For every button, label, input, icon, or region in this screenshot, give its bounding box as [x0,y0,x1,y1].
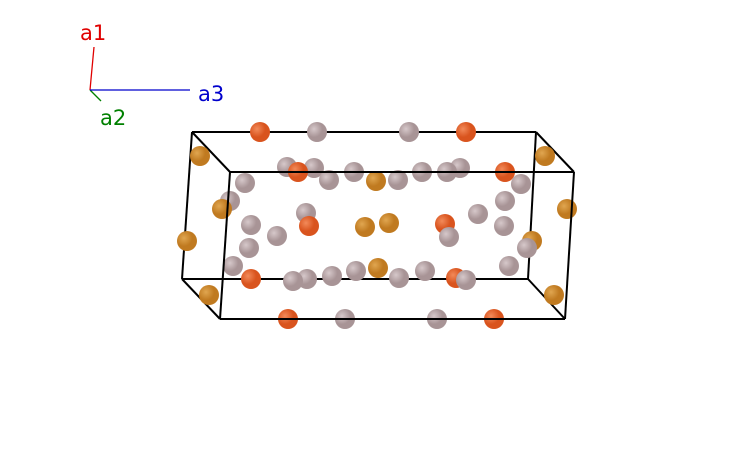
atom-mauve-gray [389,268,409,288]
atom-mauve-gray [499,256,519,276]
atom-bronze [544,285,564,305]
cell-back-edge-4 [191,131,231,173]
atom-bronze [379,213,399,233]
atom-bronze [212,199,232,219]
atom-orange-red [299,216,319,236]
atom-bronze [355,217,375,237]
axis-a2-line [89,89,102,102]
atom-mauve-gray [267,226,287,246]
atom-mauve-gray [239,238,259,258]
atom-mauve-gray [346,261,366,281]
axis-a2-label: a2 [100,106,126,130]
atom-mauve-gray [511,174,531,194]
atom-mauve-gray [223,256,243,276]
atom-orange-red [250,122,270,142]
cell-back-edge-6 [535,131,575,173]
atom-bronze [177,231,197,251]
atom-mauve-gray [283,271,303,291]
atom-mauve-gray [468,204,488,224]
unit-cell-back-edges [181,131,575,320]
axis-triad: a1 a2 a3 [80,21,224,130]
axis-a3-label: a3 [198,82,224,106]
atom-bronze [368,258,388,278]
atom-mauve-gray [388,170,408,190]
atom-mauve-gray [322,266,342,286]
axis-a1-label: a1 [80,21,106,45]
atom-orange-red [241,269,261,289]
cell-front-edge-1 [564,171,575,320]
unit-cell-front-edges [219,171,575,320]
atom-mauve-gray [439,227,459,247]
axis-a1-line [89,46,95,91]
cell-front-edge-3 [219,171,231,320]
atom-bronze [557,199,577,219]
atom-orange-red [456,122,476,142]
atom-mauve-gray [495,191,515,211]
atoms [177,122,577,329]
atom-bronze [199,285,219,305]
atom-mauve-gray [456,270,476,290]
atom-bronze [535,146,555,166]
atom-mauve-gray [415,261,435,281]
atom-mauve-gray [235,173,255,193]
atom-mauve-gray [241,215,261,235]
atom-mauve-gray [319,170,339,190]
atom-bronze [190,146,210,166]
atom-mauve-gray [399,122,419,142]
atom-mauve-gray [494,216,514,236]
atom-mauve-gray [307,122,327,142]
atom-mauve-gray [517,238,537,258]
atom-bronze [366,171,386,191]
